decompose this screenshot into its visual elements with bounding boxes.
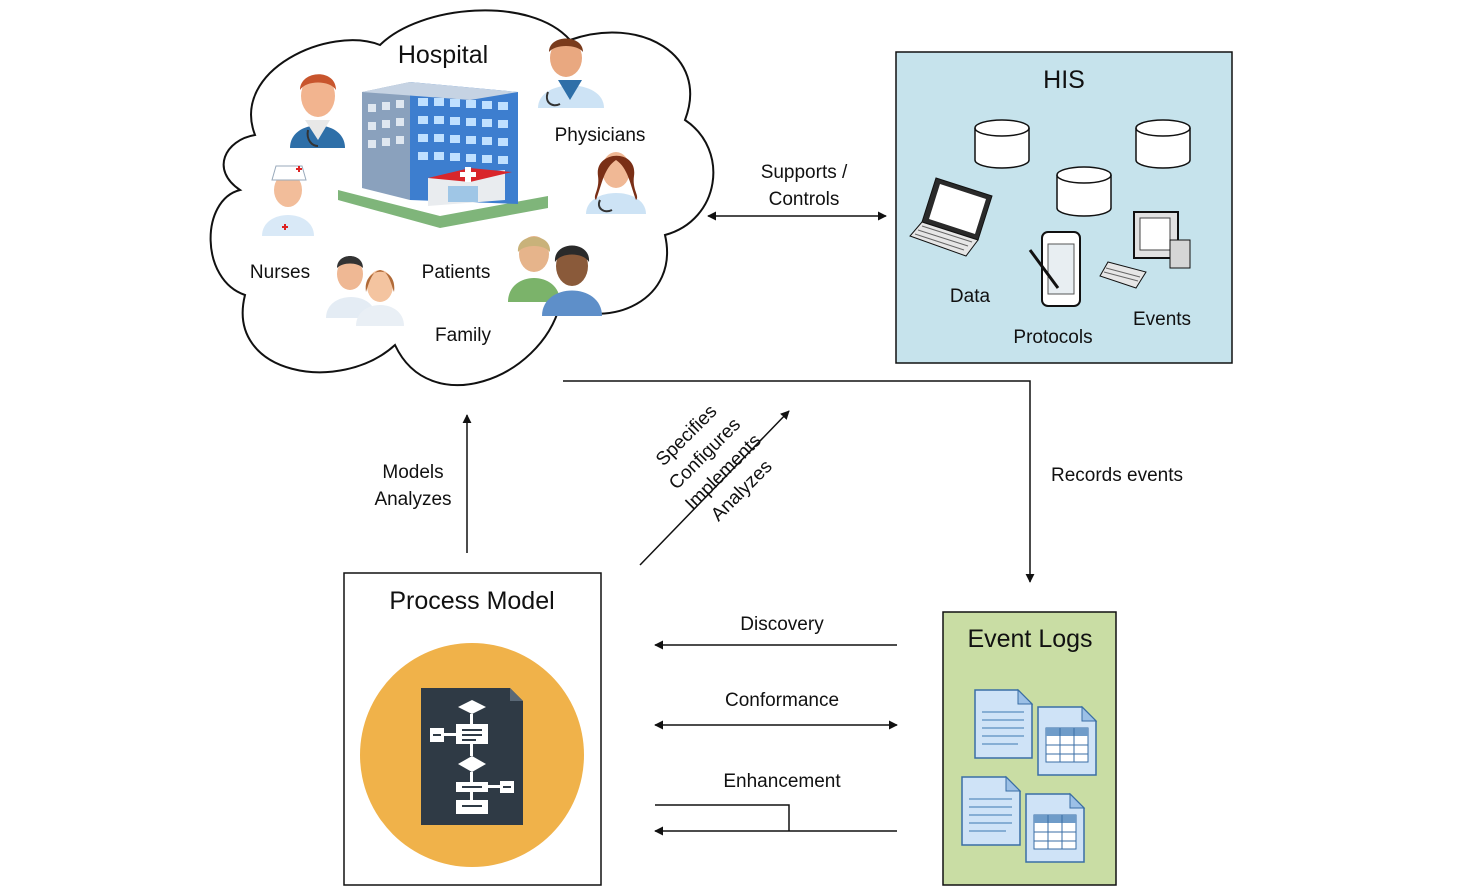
patients-icon	[508, 236, 602, 316]
models-label: Models	[382, 462, 443, 483]
his-events-label: Events	[1133, 309, 1191, 330]
specifies-arrow	[639, 410, 790, 566]
his-data-label: Data	[950, 286, 991, 307]
controls-label: Controls	[769, 189, 840, 210]
process-model-title: Process Model	[389, 587, 554, 615]
desktop-computer-icon	[1099, 211, 1191, 289]
conformance-label: Conformance	[725, 690, 839, 711]
spreadsheet-icon	[1037, 705, 1098, 776]
laptop-icon	[909, 177, 993, 257]
specifies-group-labels: Specifies Configures Implements Analyzes	[652, 401, 777, 526]
database-icon	[1056, 166, 1112, 217]
his-protocols-label: Protocols	[1013, 327, 1092, 348]
his-box: HIS	[895, 51, 1233, 364]
doctor-icon	[326, 256, 404, 326]
doctor-icon	[586, 152, 646, 214]
flowchart-icon	[421, 688, 523, 825]
doctor-icon	[290, 74, 345, 148]
hospital-building-icon	[338, 82, 548, 228]
hospital-cloud: Hospital	[209, 9, 715, 386]
nurses-label: Nurses	[250, 262, 310, 283]
event-logs-title: Event Logs	[967, 625, 1092, 653]
process-model-box: Process Model	[343, 572, 602, 886]
enhancement-label: Enhancement	[723, 771, 841, 792]
hospital-title: Hospital	[398, 41, 488, 69]
patients-label: Patients	[422, 262, 491, 283]
supports-label: Supports /	[761, 162, 848, 183]
family-label: Family	[435, 325, 491, 346]
document-icon	[974, 688, 1034, 759]
discovery-label: Discovery	[740, 614, 824, 635]
analyzes-label: Analyzes	[374, 489, 451, 510]
document-icon	[961, 775, 1022, 846]
enhancement-loop	[655, 804, 790, 831]
database-icon	[974, 119, 1030, 169]
database-icon	[1135, 119, 1191, 169]
spreadsheet-icon	[1025, 792, 1086, 863]
nurse-icon	[262, 165, 314, 236]
doctor-icon	[538, 38, 604, 108]
tablet-icon	[1028, 231, 1081, 307]
event-logs-box: Event Logs	[942, 611, 1117, 886]
physicians-label: Physicians	[555, 125, 646, 146]
records-events-label: Records events	[1051, 465, 1183, 486]
records-events-arrow	[563, 380, 1035, 583]
his-title: HIS	[1043, 66, 1085, 94]
connectors	[462, 211, 1035, 836]
